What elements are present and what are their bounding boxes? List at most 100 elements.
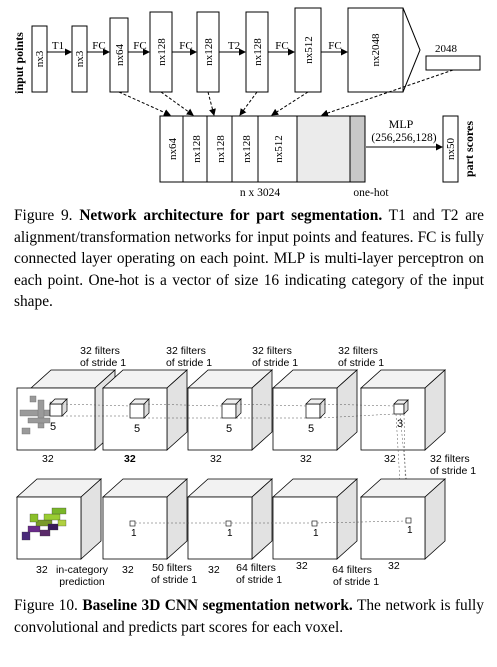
- cube: [359, 369, 447, 451]
- block-fc512: [294, 7, 322, 93]
- output-block-label: nx50: [445, 138, 457, 161]
- block-label: nx512: [303, 36, 315, 64]
- kernel-size-label: 5: [134, 423, 140, 435]
- down-connection: [395, 413, 411, 519]
- top-kernel-links: [61, 403, 395, 419]
- bottom-labels: 32 in-category prediction 32 50 filters …: [36, 560, 400, 588]
- onehot-block: [349, 115, 366, 183]
- caption-prefix: Figure 9.: [14, 207, 80, 224]
- prediction-label: in-category: [56, 564, 109, 576]
- volume-size: 32: [122, 564, 134, 576]
- top-kernel-sizes: 5 5 5 5 3: [50, 418, 403, 435]
- block-t1-out: [71, 25, 88, 93]
- cube: [271, 478, 359, 560]
- op-label: FC: [133, 40, 146, 52]
- kernel-cube: [305, 398, 326, 419]
- op-label: FC: [328, 40, 341, 52]
- volume-size: 32: [210, 453, 222, 465]
- figure9-caption: Figure 9. Network architecture for part …: [14, 205, 484, 313]
- kernel-size-label: 1: [131, 528, 137, 539]
- kernel-cube: [405, 517, 412, 524]
- caption-prefix: Figure 10.: [14, 597, 83, 614]
- filter-stride: of stride 1: [430, 465, 476, 477]
- kernel-cube: [393, 399, 409, 415]
- kernel-cube: [49, 398, 68, 417]
- block-label: nx128: [156, 38, 168, 66]
- kernel-size-label: 5: [50, 421, 56, 433]
- mlp-dims-label: (256,256,128): [371, 132, 436, 144]
- bottom-kernel-links: [135, 520, 407, 524]
- op-label: FC: [92, 40, 105, 52]
- skip-connections: [118, 69, 454, 117]
- top-filter-labels: 32 filters of stride 1 32 filters of str…: [80, 345, 384, 369]
- kernel-size-label: 3: [397, 418, 403, 430]
- part-segmentation-diagram: input points nx3 nx3 nx64 nx128 nx128 nx…: [12, 7, 481, 199]
- output-block: [442, 115, 459, 183]
- caption-title: Baseline 3D CNN segmentation network.: [82, 597, 353, 614]
- volume-size: 32: [300, 453, 312, 465]
- cube: [186, 369, 274, 451]
- filter-count: 50 filters: [152, 562, 192, 574]
- kernel-cube: [129, 520, 136, 527]
- op-label: T2: [228, 40, 240, 52]
- kernel-size-label: 1: [313, 528, 319, 539]
- maxpool-shape: [402, 7, 421, 93]
- concat-block: nx64 nx128 nx128 nx128 nx512 n x 3024 on…: [159, 115, 389, 199]
- voxel-airplane-colored: [21, 507, 67, 541]
- bottom-kernel-sizes: 1 1 1 1: [131, 525, 413, 539]
- cube: [186, 478, 274, 560]
- block-label: nx2048: [370, 33, 382, 67]
- volume-size: 32: [208, 564, 220, 576]
- onehot-label: one-hot: [353, 187, 389, 199]
- op-label: FC: [179, 40, 192, 52]
- filter-count: 32 filters: [338, 345, 378, 357]
- filter-stride: of stride 1: [236, 574, 282, 586]
- block-label: nx512: [273, 135, 285, 163]
- op-label: T1: [52, 40, 64, 52]
- block-fc2048: [347, 7, 404, 93]
- filter-stride: of stride 1: [333, 576, 379, 588]
- block-label: nx64: [167, 138, 179, 161]
- block-label: nx128: [215, 135, 227, 163]
- kernel-size-label: 1: [407, 525, 413, 536]
- filter-stride: of stride 1: [338, 357, 384, 369]
- n-dim-label: n x 3024: [240, 187, 281, 199]
- caption-body: The network is fully convolutional and p…: [14, 597, 484, 636]
- caption-title: Network architecture for part segmentati…: [79, 207, 383, 224]
- volume-size: 32: [36, 564, 48, 576]
- top-size-labels: 32 32 32 32 32: [42, 453, 396, 465]
- filter-stride: of stride 1: [151, 574, 197, 586]
- op-label: FC: [275, 40, 288, 52]
- top-row-blocks: nx3 nx3 nx64 nx128 nx128 nx128 nx512 nx2…: [31, 7, 481, 93]
- filter-stride: of stride 1: [252, 357, 298, 369]
- kernel-cube: [129, 398, 150, 419]
- filter-count: 32 filters: [80, 345, 120, 357]
- filter-count: 32 filters: [430, 453, 470, 465]
- global-feature-label: 2048: [435, 43, 458, 55]
- cube: [271, 369, 359, 451]
- filter-count: 64 filters: [332, 564, 372, 576]
- block-input: [31, 25, 48, 93]
- block-label: nx64: [114, 44, 126, 67]
- kernel-cube: [221, 398, 242, 419]
- global-feature-block: [425, 55, 481, 71]
- volume-size: 32: [124, 453, 136, 465]
- cube: [359, 478, 447, 560]
- kernel-cube: [225, 520, 232, 527]
- filter-count: 32 filters: [252, 345, 292, 357]
- block-label: nx128: [203, 38, 215, 66]
- kernel-size-label: 5: [308, 423, 314, 435]
- bottom-kernels: [129, 517, 412, 527]
- kernel-cube: [311, 520, 318, 527]
- bottom-row-cubes: [15, 478, 447, 560]
- block-label: nx3: [74, 50, 86, 67]
- cube: [101, 478, 189, 560]
- filter-count: 64 filters: [236, 562, 276, 574]
- volume-size: 32: [42, 453, 54, 465]
- volume-size: 32: [384, 453, 396, 465]
- caption-body: T1 and T2 are alignment/transformation n…: [14, 207, 484, 310]
- top-row-cubes: [16, 369, 447, 451]
- prediction-label: prediction: [59, 576, 105, 588]
- block-label: nx128: [252, 38, 264, 66]
- input-points-label: input points: [12, 32, 26, 94]
